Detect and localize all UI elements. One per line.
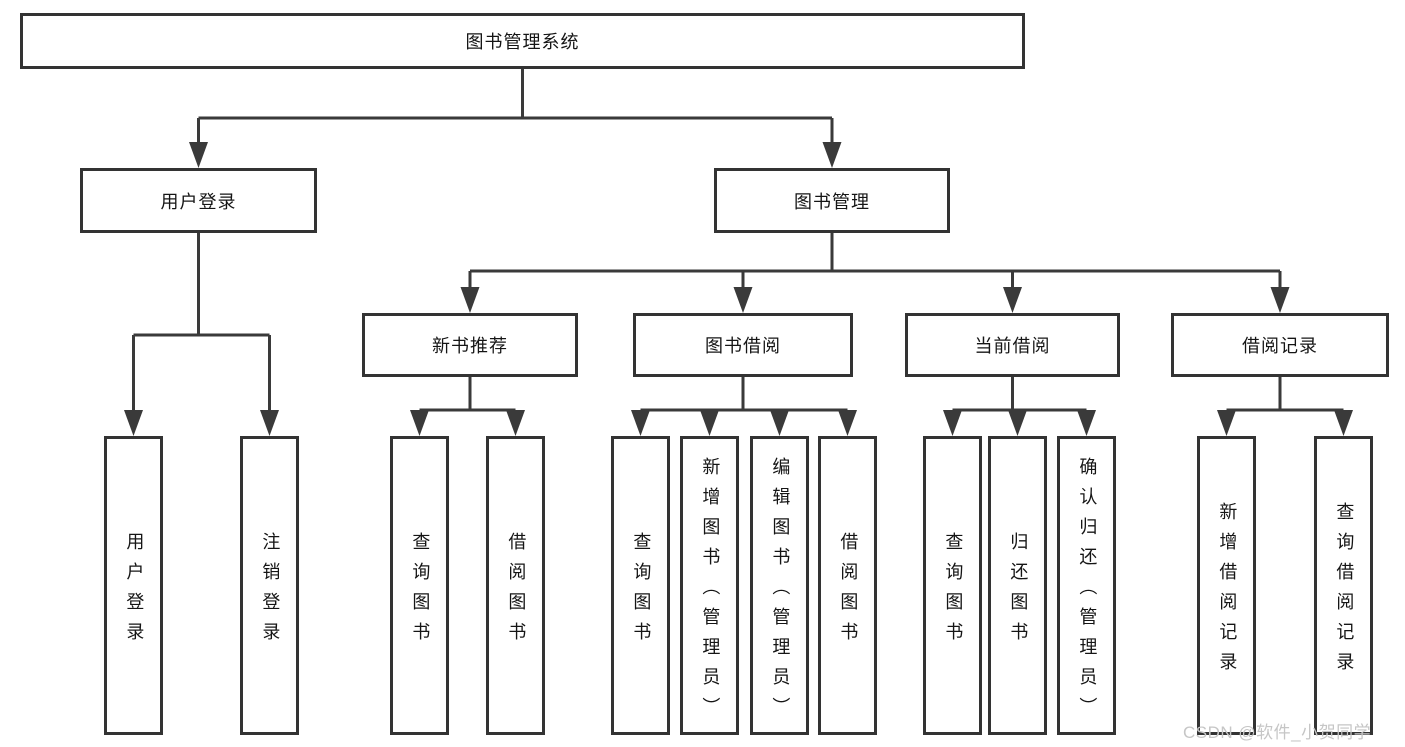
leaf-logout: 注销登录	[240, 436, 299, 735]
arrowhead-icon	[822, 142, 842, 168]
arrowhead-icon	[1334, 410, 1353, 436]
leaf-user-login-label: 用户登录	[124, 531, 145, 652]
leaf-add-borrow-record-label: 新增借阅记录	[1217, 501, 1238, 682]
leaf-query-books-recommend: 查询图书	[390, 436, 449, 735]
leaf-confirm-return-admin-label: 确认归还（管理员）	[1077, 456, 1098, 727]
node-library-system-label: 图书管理系统	[465, 32, 580, 52]
connector-book-management	[468, 233, 1282, 290]
arrowhead-icon	[770, 410, 789, 436]
leaf-add-borrow-record: 新增借阅记录	[1197, 436, 1256, 735]
arrowhead-icon	[1217, 410, 1236, 436]
node-book-borrowing-label: 图书借阅	[705, 336, 781, 356]
leaf-return-books: 归还图书	[988, 436, 1047, 735]
arrowhead-icon	[1077, 410, 1096, 436]
leaf-query-books-recommend-label: 查询图书	[410, 531, 431, 652]
node-borrowing-records: 借阅记录	[1171, 313, 1389, 377]
leaf-user-login: 用户登录	[104, 436, 163, 735]
leaf-borrow-books-label: 借阅图书	[838, 531, 859, 652]
node-user-login-label: 用户登录	[160, 191, 237, 212]
node-library-system: 图书管理系统	[20, 13, 1025, 69]
arrowhead-icon	[124, 410, 143, 436]
leaf-confirm-return-admin: 确认归还（管理员）	[1057, 436, 1116, 735]
leaf-borrow-books: 借阅图书	[818, 436, 877, 735]
connector-current-borrowing	[951, 377, 1088, 414]
leaf-query-books-current-label: 查询图书	[943, 531, 964, 652]
node-user-login: 用户登录	[80, 168, 317, 233]
leaf-query-borrow-record-label: 查询借阅记录	[1334, 501, 1355, 682]
connector-book-borrowing	[639, 377, 849, 414]
leaf-query-books-current: 查询图书	[923, 436, 982, 735]
leaf-add-books-admin-label: 新增图书（管理员）	[700, 456, 721, 727]
node-borrowing-records-label: 借阅记录	[1242, 336, 1318, 356]
node-book-management-label: 图书管理	[794, 191, 870, 212]
leaf-add-books-admin: 新增图书（管理员）	[680, 436, 739, 735]
connector-new-book	[418, 377, 517, 414]
connector-user-login	[132, 233, 271, 412]
arrowhead-icon	[506, 410, 525, 436]
leaf-query-books-borrow-label: 查询图书	[631, 531, 652, 652]
connector-root-stem	[197, 69, 834, 146]
arrowhead-icon	[631, 410, 650, 436]
arrowhead-icon	[260, 410, 279, 436]
leaf-borrow-books-recommend-label: 借阅图书	[506, 531, 527, 652]
leaf-logout-label: 注销登录	[260, 531, 281, 652]
arrowhead-icon	[1270, 287, 1290, 313]
node-current-borrowing: 当前借阅	[905, 313, 1120, 377]
node-book-management: 图书管理	[714, 168, 950, 233]
node-new-book-recommendation: 新书推荐	[362, 313, 578, 377]
arrowhead-icon	[943, 410, 962, 436]
leaf-query-borrow-record: 查询借阅记录	[1314, 436, 1373, 735]
arrowhead-icon	[410, 410, 429, 436]
arrowhead-icon	[189, 142, 208, 168]
leaf-borrow-books-recommend: 借阅图书	[486, 436, 545, 735]
watermark: CSDN @软件_小贺同学	[1183, 723, 1372, 742]
arrowhead-icon	[1003, 287, 1022, 313]
connector-borrowing-records	[1225, 377, 1345, 414]
arrowhead-icon	[838, 410, 857, 436]
node-new-book-recommendation-label: 新书推荐	[432, 336, 508, 356]
arrowhead-icon	[700, 410, 719, 436]
leaf-return-books-label: 归还图书	[1008, 531, 1029, 652]
arrowhead-icon	[733, 287, 753, 313]
leaf-edit-books-admin: 编辑图书（管理员）	[750, 436, 809, 735]
node-book-borrowing: 图书借阅	[633, 313, 853, 377]
leaf-query-books-borrow: 查询图书	[611, 436, 670, 735]
node-current-borrowing-label: 当前借阅	[974, 336, 1051, 356]
arrowhead-icon	[1008, 410, 1027, 436]
arrowhead-icon	[460, 287, 480, 313]
leaf-edit-books-admin-label: 编辑图书（管理员）	[770, 456, 791, 727]
